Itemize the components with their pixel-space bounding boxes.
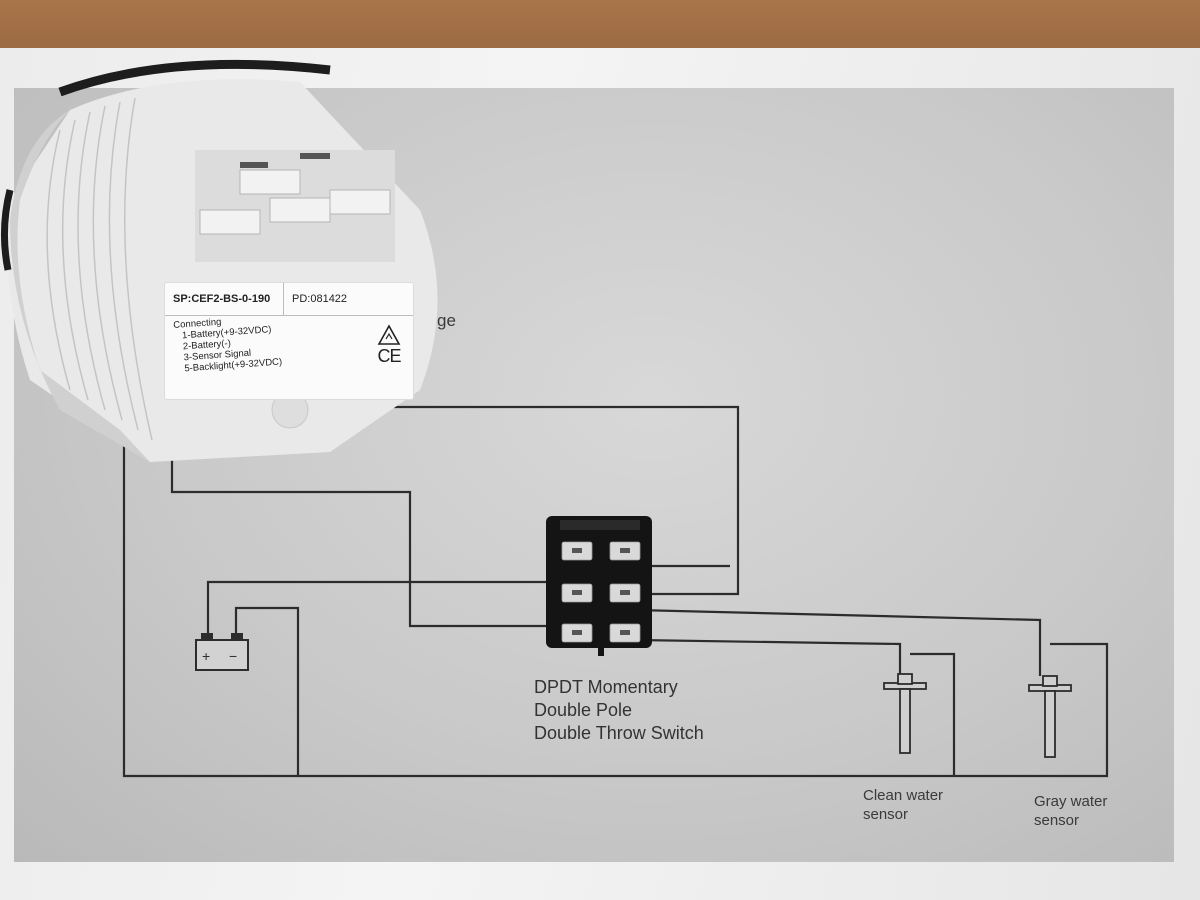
switch-label: DPDT Momentary Double Pole Double Throw … [534, 676, 704, 745]
production-date: PD:081422 [292, 293, 348, 305]
part-number: SP:CEF2-BS-0-190 [165, 283, 284, 315]
battery-negative-wire [234, 606, 300, 776]
partial-heading-text: ge [437, 311, 456, 330]
switch-label-line-3: Double Throw Switch [534, 723, 704, 743]
gauge-top-wire [380, 405, 740, 596]
switch-label-line-2: Double Pole [534, 700, 633, 720]
clean-sensor-ground-wire [910, 652, 956, 776]
clean-water-sensor-probe [883, 673, 927, 754]
battery-minus-label: − [229, 648, 237, 664]
battery-positive-wire [206, 580, 560, 636]
ground-bus-wire [122, 430, 1109, 778]
gauge-photo [0, 59, 438, 462]
gray-sensor-line-2: sensor [1034, 812, 1080, 829]
clean-sensor-line-2: sensor [863, 806, 909, 823]
battery-plus-label: + [202, 648, 210, 664]
gray-sensor-line-1: Gray water [1034, 793, 1108, 810]
warning-triangle-icon [377, 324, 401, 345]
gauge-signal-wire [170, 460, 560, 628]
clean-sensor-line-1: Clean water [863, 787, 944, 804]
gray-water-sensor-probe [1028, 675, 1072, 758]
gauge-spec-label: SP:CEF2-BS-0-190 PD:081422 Connecting 1-… [164, 282, 414, 400]
gray-water-sensor-label: Gray water sensor [1034, 792, 1107, 830]
switch-to-gray-sensor-wire [635, 608, 1042, 676]
dpdt-switch-photo [546, 516, 652, 656]
switch-to-clean-sensor-wire [635, 638, 902, 676]
switch-label-line-1: DPDT Momentary [534, 677, 678, 697]
battery-symbol [195, 633, 249, 671]
clean-water-sensor-label: Clean water sensor [863, 786, 943, 824]
ce-mark: CE [377, 346, 401, 366]
